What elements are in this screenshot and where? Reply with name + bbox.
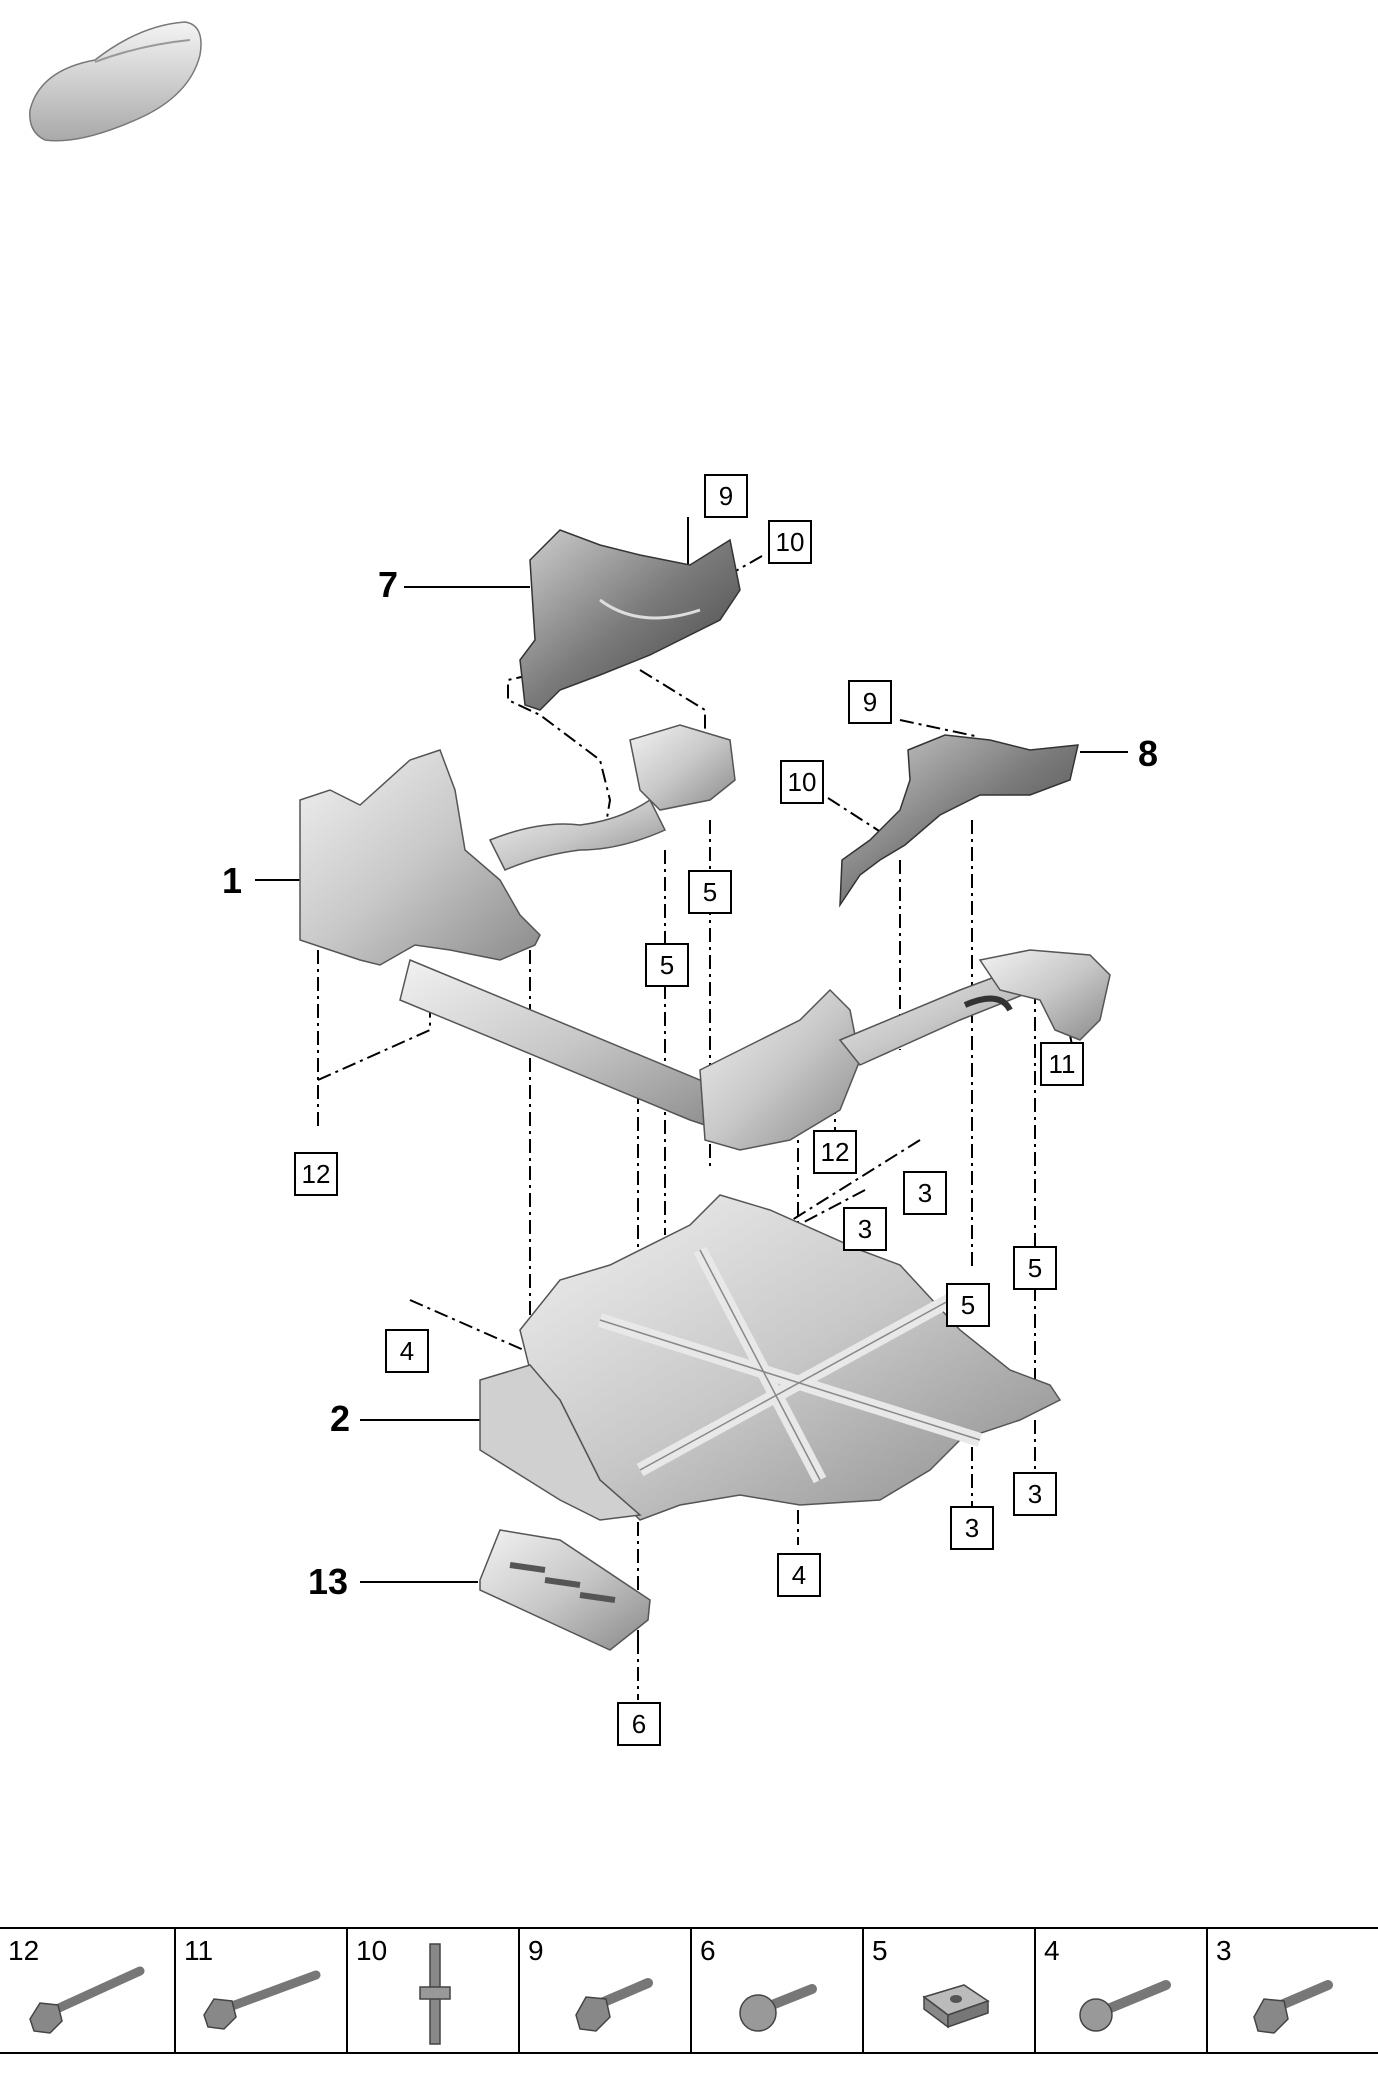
callout-9-top: 9: [704, 474, 748, 518]
legend-number: 12: [8, 1935, 40, 1966]
legend-number: 4: [1044, 1935, 1060, 1966]
callout-4-left: 4: [385, 1329, 429, 1373]
part-label-8: 8: [1138, 733, 1159, 774]
callout-12-left: 12: [294, 1152, 338, 1196]
legend-number: 11: [184, 1935, 214, 1966]
callout-10-right: 10: [780, 760, 824, 804]
callout-5-a: 5: [688, 870, 732, 914]
square-nut-icon: [922, 1984, 990, 2029]
callout-3-a: 3: [903, 1171, 947, 1215]
leader-lines: [255, 517, 1128, 1583]
legend-number: 5: [872, 1935, 888, 1966]
callout-3-c: 3: [1013, 1472, 1057, 1516]
heat-shield-left: [519, 529, 741, 711]
part-label-2: 2: [330, 1398, 351, 1439]
small-plate: [479, 1529, 651, 1651]
callout-12-mid: 12: [813, 1130, 857, 1174]
lower-frame-plate: [479, 1194, 1062, 1521]
long-bolt-icon: [29, 1966, 145, 2034]
legend-cell-9: 9: [518, 1929, 690, 2052]
legend-number: 3: [1216, 1935, 1232, 1966]
fastener-legend: 12 11 10 9 6 5: [0, 1927, 1378, 2054]
legend-number: 6: [700, 1935, 716, 1966]
part-label-1: 1: [222, 860, 243, 901]
legend-cell-4: 4: [1034, 1929, 1206, 2052]
socket-bolt-icon: [1079, 1980, 1171, 2032]
callout-6: 6: [617, 1702, 661, 1746]
heat-shield-right: [839, 734, 1079, 908]
legend-number: 10: [356, 1935, 388, 1966]
callout-5-b: 5: [645, 943, 689, 987]
callout-11: 11: [1040, 1042, 1084, 1086]
part-label-7: 7: [378, 564, 399, 605]
callout-4-bottom: 4: [777, 1553, 821, 1597]
short-bolt-icon: [1253, 1980, 1333, 2034]
car-thumbnail-icon: [29, 21, 202, 142]
part-label-13: 13: [308, 1561, 349, 1602]
legend-cell-3: 3: [1206, 1929, 1378, 2052]
legend-number: 9: [528, 1935, 544, 1966]
callout-5-c: 5: [1013, 1246, 1057, 1290]
legend-cell-5: 5: [862, 1929, 1034, 2052]
callout-3-b: 3: [843, 1207, 887, 1251]
callout-9-right: 9: [848, 680, 892, 724]
callout-10-top: 10: [768, 520, 812, 564]
long-bolt-icon: [203, 1970, 321, 2030]
socket-bolt-icon: [739, 1984, 817, 2032]
callout-5-d: 5: [946, 1283, 990, 1327]
legend-cell-6: 6: [690, 1929, 862, 2052]
stud-bolt-icon: [419, 1943, 451, 2045]
legend-cell-11: 11: [174, 1929, 346, 2052]
subframe-assembly: [299, 724, 1111, 1151]
legend-cell-12: 12: [0, 1929, 174, 2052]
legend-cell-10: 10: [346, 1929, 518, 2052]
short-bolt-icon: [575, 1978, 653, 2032]
heat-shield-left-rib: [599, 598, 701, 620]
callout-3-d: 3: [950, 1506, 994, 1550]
